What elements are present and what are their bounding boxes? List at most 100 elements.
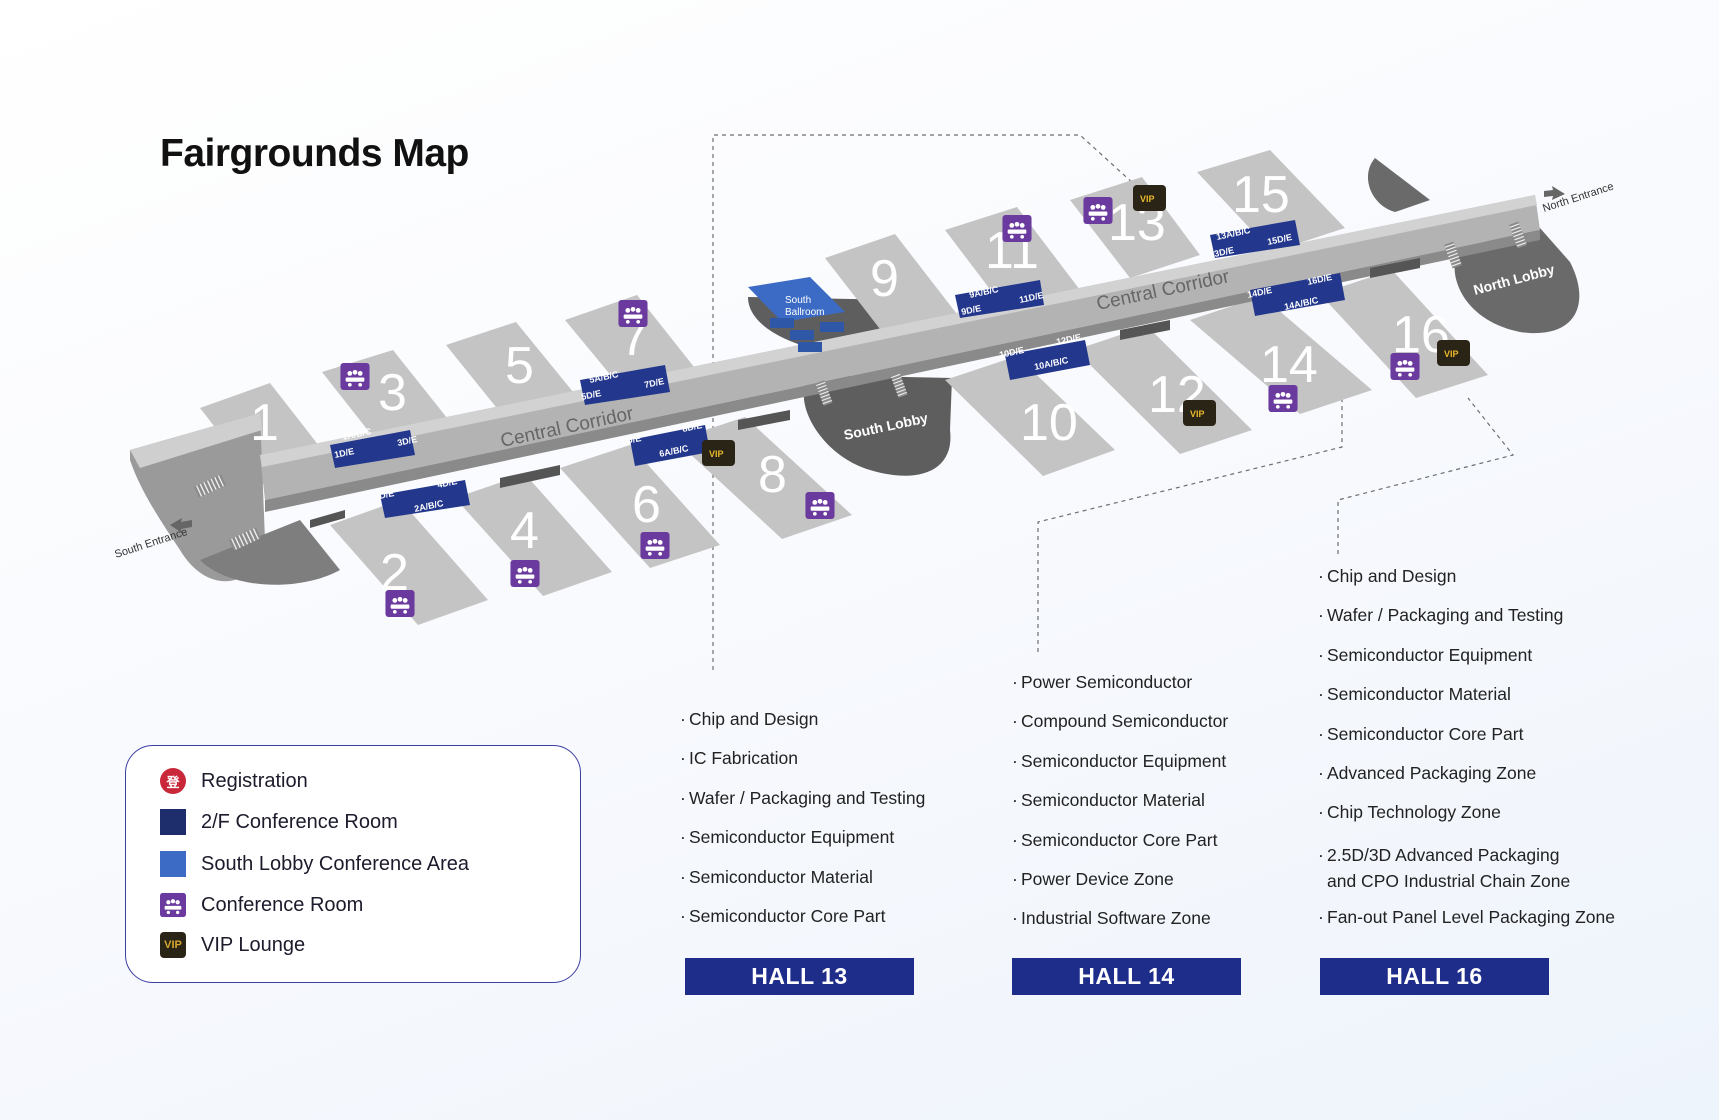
list-item: Wafer / Packaging and Testing	[1318, 605, 1648, 644]
conference-room-icon	[340, 363, 370, 390]
hall-14	[1190, 296, 1372, 414]
room-8de: 8D/E	[681, 420, 703, 434]
room-2de: 2D/E	[373, 488, 395, 502]
registration-icon: 登	[160, 768, 186, 794]
room-3de: 3D/E	[396, 434, 418, 448]
north-entrance-label: North Entrance	[1541, 181, 1615, 215]
page-title: Fairgrounds Map	[160, 132, 469, 175]
2f-conference-swatch-icon	[160, 809, 186, 835]
hall-label-4: 4	[510, 502, 539, 560]
list-item: 2.5D/3D Advanced Packaging and CPO Indust…	[1318, 842, 1648, 907]
leader-hall-14	[1037, 396, 1343, 652]
south-ballroom: South Ballroom	[748, 277, 845, 352]
list-item: Power Semiconductor	[1012, 672, 1228, 711]
south-lobby	[803, 375, 952, 476]
legend-label: Conference Room	[201, 893, 364, 916]
leader-hall-16	[1337, 397, 1515, 554]
hall-11	[945, 207, 1080, 313]
list-item: Semiconductor Material	[680, 867, 925, 906]
hall-label-6: 6	[632, 476, 661, 534]
hall-14-tag: HALL 14	[1012, 958, 1241, 995]
room-7de: 7D/E	[643, 376, 665, 390]
south-entrance-arrow-icon	[170, 518, 192, 533]
legend-item-south-lobby: South Lobby Conference Area	[160, 851, 469, 877]
list-item: Chip and Design	[680, 709, 925, 748]
vip-icon: VIP	[1183, 400, 1216, 426]
list-item: Wafer / Packaging and Testing	[680, 788, 925, 827]
room-11de: 11D/E	[1018, 290, 1044, 305]
room-4de: 4D/E	[436, 476, 458, 490]
list-item-line-2: and CPO Industrial Chain Zone	[1327, 870, 1571, 891]
list-item: Industrial Software Zone	[1012, 908, 1228, 947]
hall-13-tag: HALL 13	[685, 958, 914, 995]
north-lobby-main	[1454, 228, 1580, 334]
hall-4	[455, 474, 612, 596]
hall-6	[560, 445, 720, 568]
list-item: Compound Semiconductor	[1012, 711, 1228, 750]
conference-room-codes: 1A/B/C 1D/E 3D/E 2D/E 4D/E 2A/B/C 5A/B/C…	[333, 225, 1333, 514]
list-item: Semiconductor Equipment	[1318, 645, 1648, 684]
legend-label: 2/F Conference Room	[201, 810, 398, 833]
conference-room-icon	[1390, 353, 1420, 380]
room-5de: 5D/E	[580, 388, 602, 402]
list-item: Chip and Design	[1318, 566, 1648, 605]
north-lobby	[1367, 158, 1430, 212]
vip-lounges: VIP VIP VIP VIP	[702, 185, 1470, 466]
hall-label-14: 14	[1260, 336, 1318, 394]
hall-14-zone-list: Power Semiconductor Compound Semiconduct…	[1012, 672, 1228, 948]
legend: 登 Registration 2/F Conference Room South…	[125, 745, 581, 983]
south-ballroom-label-1: South	[785, 295, 811, 306]
legend-item-conference-room: Conference Room	[160, 892, 363, 918]
svg-text:VIP: VIP	[1444, 349, 1459, 359]
legend-item-vip: VIP VIP Lounge	[160, 932, 305, 958]
conference-room-icon	[805, 492, 835, 519]
south-lobby-swatch-icon	[160, 851, 186, 877]
list-item: Semiconductor Material	[1012, 790, 1228, 829]
south-entrance-plaza-bottom	[200, 520, 340, 585]
legend-label: VIP Lounge	[201, 933, 306, 956]
conference-room-icon	[1268, 385, 1298, 412]
vip-icon: VIP	[702, 440, 735, 466]
conference-room-icon	[510, 560, 540, 587]
list-item: Chip Technology Zone	[1318, 802, 1648, 841]
vip-icon: VIP	[160, 932, 186, 958]
list-item: Power Device Zone	[1012, 869, 1228, 908]
south-entrance: South Entrance	[113, 518, 192, 561]
vip-icon: VIP	[1437, 340, 1470, 366]
hall-15	[1197, 150, 1345, 252]
conference-blocks-2f	[330, 220, 1345, 518]
hall-16-tag: HALL 16	[1320, 958, 1549, 995]
conference-room-icon	[1002, 215, 1032, 242]
conference-room-icon	[160, 892, 186, 918]
list-item: Semiconductor Core Part	[1318, 724, 1648, 763]
svg-text:VIP: VIP	[709, 449, 724, 459]
legend-item-registration: 登 Registration	[160, 768, 308, 794]
room-6de: 6D/E	[620, 433, 642, 447]
legend-item-2f-conference: 2/F Conference Room	[160, 809, 398, 835]
hall-13-zone-list: Chip and Design IC Fabrication Wafer / P…	[680, 709, 925, 945]
hall-label-9: 9	[870, 250, 899, 308]
list-item: Semiconductor Equipment	[680, 827, 925, 866]
hall-label-10: 10	[1020, 394, 1078, 452]
hall-10	[945, 356, 1115, 476]
list-item: Semiconductor Material	[1318, 684, 1648, 723]
conference-room-icon	[1083, 197, 1113, 224]
hall-label-15: 15	[1232, 166, 1290, 224]
hall-numbers: 1 3 5 7 9 11 13 15 2 4 6 8 10 12 14 16	[250, 166, 1450, 602]
hall-label-1: 1	[250, 394, 279, 452]
svg-text:VIP: VIP	[1190, 409, 1205, 419]
list-item: Advanced Packaging Zone	[1318, 763, 1648, 802]
hall-9	[825, 234, 960, 342]
list-item: Fan-out Panel Level Packaging Zone	[1318, 907, 1648, 946]
hall-label-3: 3	[378, 364, 407, 422]
north-entrance: North Entrance	[1541, 181, 1615, 215]
hall-2	[330, 500, 488, 625]
conference-room-icon	[640, 532, 670, 559]
list-item: Semiconductor Equipment	[1012, 751, 1228, 790]
hall-label-8: 8	[758, 446, 787, 504]
list-item-line-1: 2.5D/3D Advanced Packaging	[1327, 844, 1560, 865]
list-item: Semiconductor Core Part	[1012, 830, 1228, 869]
central-corridor	[260, 195, 1540, 528]
svg-text:VIP: VIP	[1140, 194, 1155, 204]
